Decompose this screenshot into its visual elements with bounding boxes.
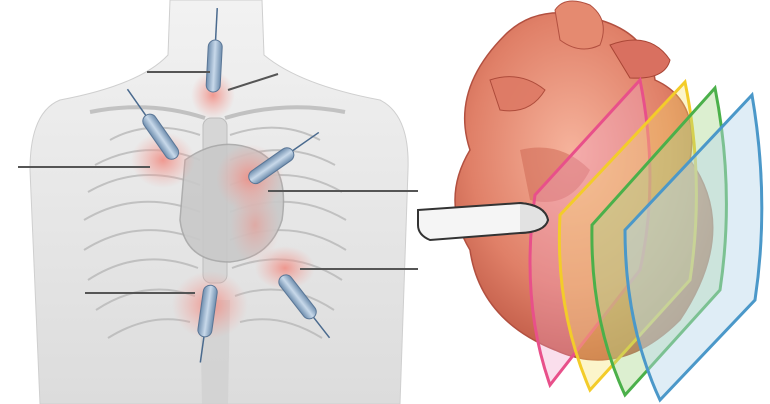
heart-panel [418, 1, 762, 400]
chest-panel [18, 0, 418, 404]
